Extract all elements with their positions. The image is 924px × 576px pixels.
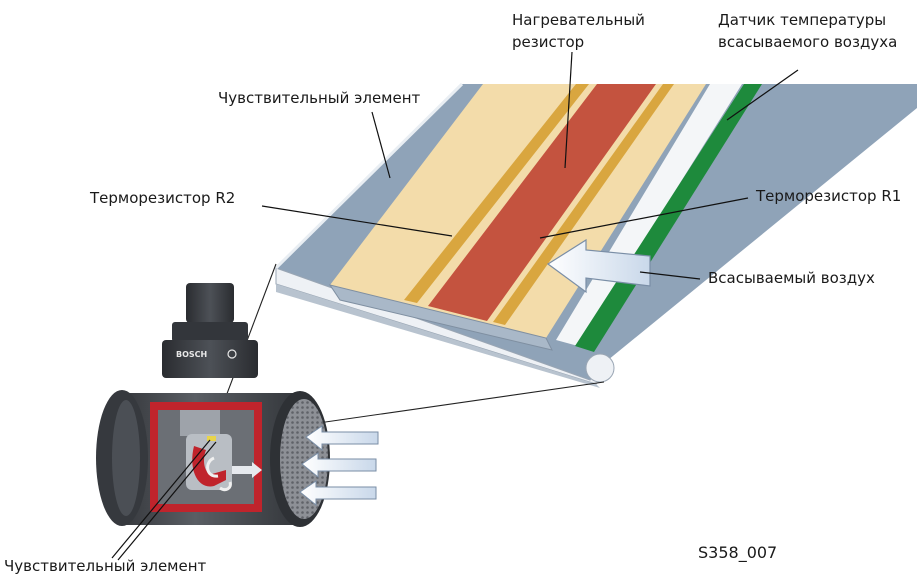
air-arrow-1 <box>305 425 379 452</box>
maf-sensor-housing: BOSCH <box>96 283 330 527</box>
figure-code: S358_007 <box>698 543 778 562</box>
brand-logo: BOSCH <box>176 350 207 359</box>
tube-left-flange-inner <box>112 400 140 516</box>
connector-neck <box>162 340 258 378</box>
leader-lines <box>111 51 799 561</box>
label-intake-temp-sensor-line2: всасываемого воздуха <box>718 33 898 51</box>
sensing-element-spot <box>207 436 216 441</box>
label-thermoresistor-r2: Терморезистор R2 <box>90 189 236 207</box>
air-arrow-3 <box>299 480 377 507</box>
sensor-probe <box>180 410 220 436</box>
intake-air-arrow <box>546 238 651 294</box>
label-thermoresistor-r1: Терморезистор R1 <box>756 187 902 205</box>
gold-strip-r1 <box>493 84 674 325</box>
leader-heating-resistor <box>564 51 573 169</box>
substrate-nose <box>585 353 615 383</box>
connector-plug <box>186 283 234 323</box>
incoming-air-arrows <box>299 425 379 507</box>
leader-thermoresistor-r2 <box>261 205 453 237</box>
connector-collar <box>172 322 248 342</box>
label-intake-temp-sensor-line1: Датчик температуры <box>718 11 887 29</box>
substrate-edge-highlight <box>274 82 464 270</box>
bypass-flow-arrow <box>206 456 219 478</box>
substrate-front-shadow <box>276 284 600 388</box>
leader-intake-temp-sensor <box>726 69 799 121</box>
label-heating-resistor-line2: резистор <box>512 33 585 51</box>
leader-sensing-element-bottom-1 <box>111 439 211 559</box>
leader-intake-air <box>639 271 701 280</box>
leader-thermoresistor-r1 <box>539 197 749 239</box>
label-sensing-element-top: Чувствительный элемент <box>218 89 421 107</box>
heater-strip <box>428 84 656 321</box>
brand-logo-mark <box>227 349 237 359</box>
intake-sensor-green-strip <box>575 84 762 352</box>
air-arrow-2 <box>301 452 377 479</box>
leader-sensing-element-top <box>371 111 391 179</box>
leader-sensing-element-bottom-2 <box>117 441 217 561</box>
label-intake-air: Всасываемый воздух <box>708 269 875 287</box>
inner-flow-arrow <box>232 462 262 478</box>
label-sensing-element-bottom: Чувствительный элемент <box>4 557 207 575</box>
gold-strip-r2 <box>404 84 589 303</box>
label-heating-resistor-line1: Нагревательный <box>512 11 645 29</box>
sensor-chip <box>274 82 917 388</box>
bypass-flow-arrow-bottom <box>219 481 232 492</box>
membrane-cavity <box>328 284 553 351</box>
